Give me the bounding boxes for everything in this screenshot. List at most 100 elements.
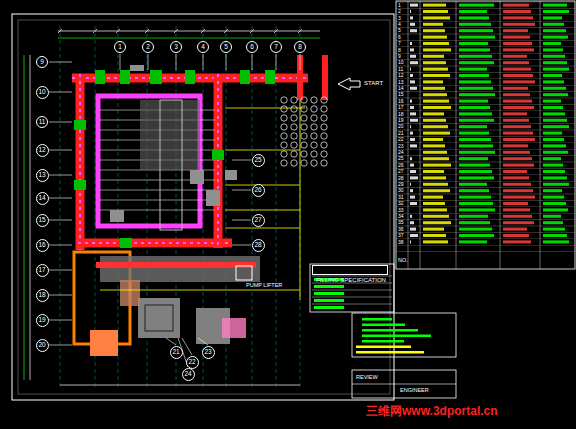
row-number: 31 bbox=[398, 195, 404, 200]
callout-number: 4 bbox=[197, 41, 209, 53]
callout-text: 19 bbox=[38, 317, 45, 324]
row-number: 34 bbox=[398, 214, 404, 219]
row-number: 32 bbox=[398, 201, 404, 206]
row-number: 38 bbox=[398, 240, 404, 245]
callout-number: 14 bbox=[36, 192, 49, 205]
callout-text: 17 bbox=[38, 267, 45, 274]
callout-text: 7 bbox=[274, 44, 278, 51]
callout-number: 2 bbox=[142, 41, 154, 53]
callout-number: 10 bbox=[36, 86, 49, 99]
callout-text: 26 bbox=[254, 187, 261, 194]
callout-text: 20 bbox=[38, 342, 45, 349]
row-number: 30 bbox=[398, 188, 404, 193]
row-number: 1 bbox=[398, 3, 401, 8]
callout-text: 10 bbox=[38, 89, 45, 96]
callout-number: 13 bbox=[36, 169, 49, 182]
callout-text: 21 bbox=[172, 349, 179, 356]
row-number: 28 bbox=[398, 176, 404, 181]
table-title: FILLING SPECIFICATION bbox=[316, 277, 386, 283]
callout-text: 13 bbox=[38, 172, 45, 179]
callout-text: 22 bbox=[188, 359, 195, 366]
callout-number: 3 bbox=[170, 41, 182, 53]
callout-number: 26 bbox=[252, 184, 265, 197]
callout-number: 16 bbox=[36, 239, 49, 252]
callout-text: 14 bbox=[38, 195, 45, 202]
row-number: 3 bbox=[398, 16, 401, 21]
callout-text: 18 bbox=[38, 292, 45, 299]
callout-number: 8 bbox=[294, 41, 306, 53]
row-number: 11 bbox=[398, 67, 403, 72]
title-block-text: REVIEW bbox=[356, 375, 378, 381]
callout-text: 6 bbox=[250, 44, 254, 51]
callout-text: 2 bbox=[146, 44, 150, 51]
callout-text: 4 bbox=[201, 44, 205, 51]
callout-number: 22 bbox=[186, 356, 199, 369]
callout-text: 15 bbox=[38, 217, 45, 224]
callout-text: 1 bbox=[118, 44, 122, 51]
callout-number: 20 bbox=[36, 339, 49, 352]
callout-number: 21 bbox=[170, 346, 183, 359]
row-number: 18 bbox=[398, 112, 404, 117]
row-number: 36 bbox=[398, 227, 404, 232]
callout-text: 27 bbox=[254, 217, 261, 224]
row-number: 16 bbox=[398, 99, 404, 104]
row-number: 26 bbox=[398, 163, 404, 168]
callout-number: 28 bbox=[252, 239, 265, 252]
callout-text: 16 bbox=[38, 242, 45, 249]
row-number: 22 bbox=[398, 137, 404, 142]
row-number: 25 bbox=[398, 156, 404, 161]
callout-text: 5 bbox=[224, 44, 228, 51]
callout-number: 5 bbox=[220, 41, 232, 53]
callout-number: 15 bbox=[36, 214, 49, 227]
title-block-text: ENGINEER bbox=[400, 388, 429, 394]
callout-text: 3 bbox=[174, 44, 178, 51]
callout-number: 19 bbox=[36, 314, 49, 327]
callout-number: 18 bbox=[36, 289, 49, 302]
row-number: 21 bbox=[398, 131, 404, 136]
callout-text: 12 bbox=[38, 147, 45, 154]
callout-text: 25 bbox=[254, 157, 261, 164]
callout-number: 9 bbox=[36, 56, 48, 68]
spec-table-header: FILLING SPECIFICATION bbox=[312, 265, 388, 275]
row-number: 15 bbox=[398, 92, 404, 97]
callout-number: 17 bbox=[36, 264, 49, 277]
row-number: 8 bbox=[398, 48, 401, 53]
row-number: 2 bbox=[398, 9, 401, 14]
callout-number: 25 bbox=[252, 154, 265, 167]
row-number: 24 bbox=[398, 150, 404, 155]
row-number: 23 bbox=[398, 144, 404, 149]
callout-number: 24 bbox=[182, 368, 195, 381]
start-label: START bbox=[364, 80, 383, 86]
row-number: 13 bbox=[398, 80, 404, 85]
row-number: 37 bbox=[398, 233, 404, 238]
callout-text: 28 bbox=[254, 242, 261, 249]
row-number: 4 bbox=[398, 22, 401, 27]
row-number: 9 bbox=[398, 54, 401, 59]
callout-number: 1 bbox=[114, 41, 126, 53]
callout-text: 11 bbox=[39, 119, 46, 126]
row-number: 33 bbox=[398, 208, 404, 213]
row-number: 35 bbox=[398, 220, 404, 225]
equipment-label: PUMP LIFTER bbox=[246, 283, 282, 289]
row-number: 29 bbox=[398, 182, 404, 187]
row-number: 27 bbox=[398, 169, 404, 174]
callout-number: 12 bbox=[36, 144, 49, 157]
callout-number: 11 bbox=[36, 116, 48, 128]
row-number: 10 bbox=[398, 60, 404, 65]
callout-text: 8 bbox=[298, 44, 302, 51]
callout-number: 23 bbox=[202, 346, 215, 359]
table-header: NO. bbox=[398, 258, 408, 264]
row-number: 7 bbox=[398, 41, 401, 46]
callout-text: 23 bbox=[204, 349, 211, 356]
row-number: 20 bbox=[398, 124, 404, 129]
watermark: 三维网www.3dportal.cn bbox=[366, 405, 498, 417]
row-number: 19 bbox=[398, 118, 404, 123]
row-number: 6 bbox=[398, 35, 401, 40]
row-number: 5 bbox=[398, 28, 401, 33]
callout-number: 6 bbox=[246, 41, 258, 53]
row-number: 17 bbox=[398, 105, 404, 110]
row-number: 12 bbox=[398, 73, 404, 78]
callout-text: 24 bbox=[184, 371, 191, 378]
callout-number: 7 bbox=[270, 41, 282, 53]
